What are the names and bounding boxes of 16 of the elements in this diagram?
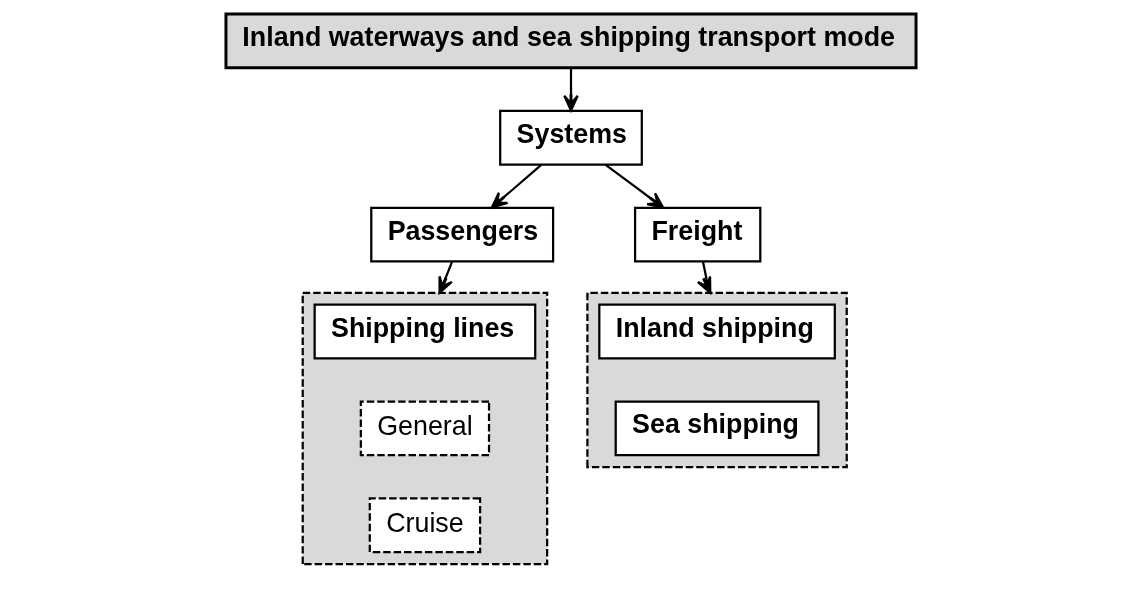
arrow [604,164,664,209]
node-box: Cruise [368,497,481,554]
cluster [301,291,548,566]
node-box: Passengers [369,206,554,263]
node-box: Freight [633,206,761,263]
node-box: Sea shipping [614,400,820,457]
arrow [562,68,579,112]
node-box: General [359,400,490,457]
node-box: Systems [498,109,643,166]
node-box: Inland shipping [597,303,836,360]
node-box: Shipping lines [313,303,536,360]
cluster [585,291,848,469]
arrow [437,261,453,294]
arrow [696,261,711,294]
arrow [490,164,542,209]
node-box: Inland waterways and sea shipping transport mode [223,12,918,70]
